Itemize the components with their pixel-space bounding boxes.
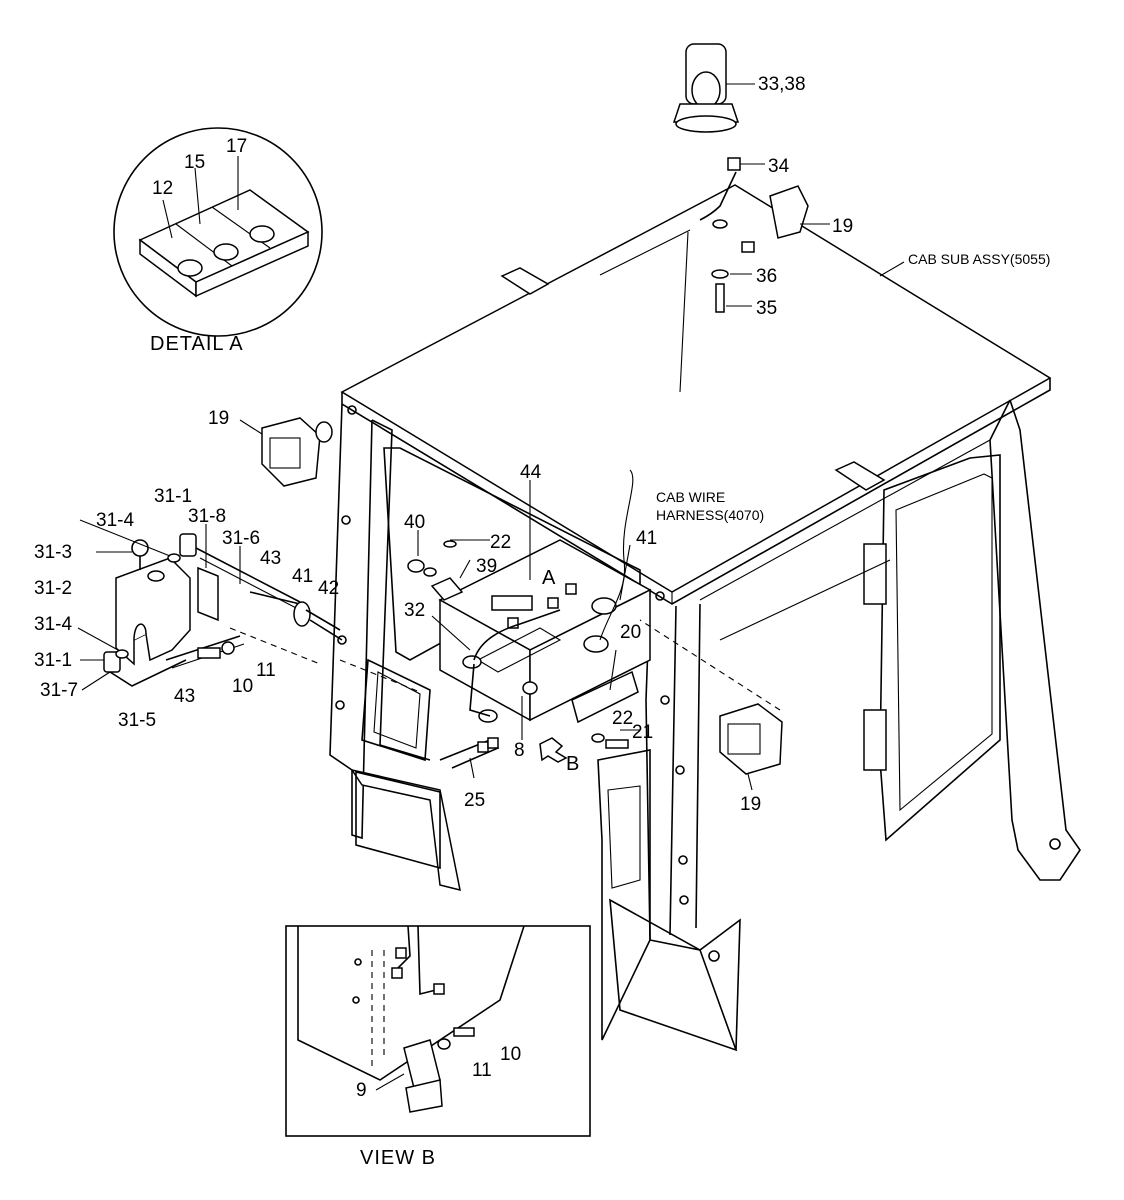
label-8: 8	[514, 740, 525, 761]
cab-frame	[329, 399, 1081, 1052]
label-31-6: 31-6	[222, 528, 260, 549]
label-12: 12	[152, 178, 173, 199]
label-43-bot: 43	[174, 686, 195, 707]
label-letter-a: A	[542, 567, 556, 589]
label-10-left: 10	[232, 676, 253, 697]
label-10-view: 10	[500, 1044, 521, 1065]
label-17: 17	[226, 136, 247, 157]
label-31-8: 31-8	[188, 506, 226, 527]
label-22-mid: 22	[612, 708, 633, 729]
label-22-top: 22	[490, 532, 511, 553]
clip-connector	[741, 241, 755, 253]
label-cab-wire-1: CAB WIRE	[656, 489, 725, 505]
assembly-31	[103, 533, 421, 693]
label-11-left: 11	[256, 660, 276, 681]
label-41-right: 41	[636, 528, 657, 549]
bolt-35	[715, 283, 752, 313]
label-view-b: VIEW B	[360, 1147, 436, 1169]
label-40: 40	[404, 512, 425, 533]
label-cab-wire-2: HARNESS(4070)	[656, 507, 764, 523]
label-35: 35	[756, 298, 777, 319]
label-15: 15	[184, 152, 205, 173]
work-lamp-right	[719, 703, 783, 791]
label-34: 34	[768, 156, 790, 177]
label-letter-b: B	[566, 753, 580, 775]
part-labels: 33,38 34 19 CAB SUB ASSY(5055) 36 35 17 …	[34, 74, 1050, 1169]
cab-roof	[340, 171, 1052, 605]
label-42: 42	[318, 578, 339, 599]
label-31-5: 31-5	[118, 710, 156, 731]
label-43-top: 43	[260, 548, 281, 569]
label-31-4-bot: 31-4	[34, 614, 72, 635]
label-41-left: 41	[292, 566, 313, 587]
label-19-right: 19	[740, 794, 761, 815]
right-lamp-line	[639, 619, 781, 711]
label-detail-a: DETAIL A	[150, 333, 244, 355]
label-31-3: 31-3	[34, 542, 72, 563]
label-11-view: 11	[472, 1060, 492, 1081]
label-31-1-top: 31-1	[154, 486, 192, 507]
label-31-2: 31-2	[34, 578, 72, 599]
label-25: 25	[464, 790, 485, 811]
control-console	[407, 469, 652, 769]
label-31-7: 31-7	[40, 680, 78, 701]
label-beacon: 33,38	[758, 74, 806, 95]
label-32: 32	[404, 600, 425, 621]
label-39: 39	[476, 556, 497, 577]
label-cab-sub-assy: CAB SUB ASSY(5055)	[908, 251, 1050, 267]
washer-36	[711, 269, 752, 279]
beacon-lamp	[672, 43, 755, 133]
cab-sub-assy-leader	[879, 261, 905, 277]
detail-a	[113, 127, 323, 337]
label-44: 44	[520, 462, 542, 483]
label-19-left: 19	[208, 408, 229, 429]
label-20: 20	[620, 622, 641, 643]
label-31-4-top: 31-4	[96, 510, 134, 531]
label-36: 36	[756, 266, 777, 287]
label-19-top: 19	[832, 216, 853, 237]
view-b	[285, 925, 591, 1137]
label-31-1-bot: 31-1	[34, 650, 72, 671]
washer-small	[712, 219, 728, 229]
label-9: 9	[356, 1080, 367, 1101]
work-lamp-top	[769, 185, 830, 239]
leader-lines	[77, 480, 640, 779]
connector-34	[727, 157, 765, 171]
label-21: 21	[632, 722, 653, 743]
work-lamp-left	[239, 417, 333, 487]
